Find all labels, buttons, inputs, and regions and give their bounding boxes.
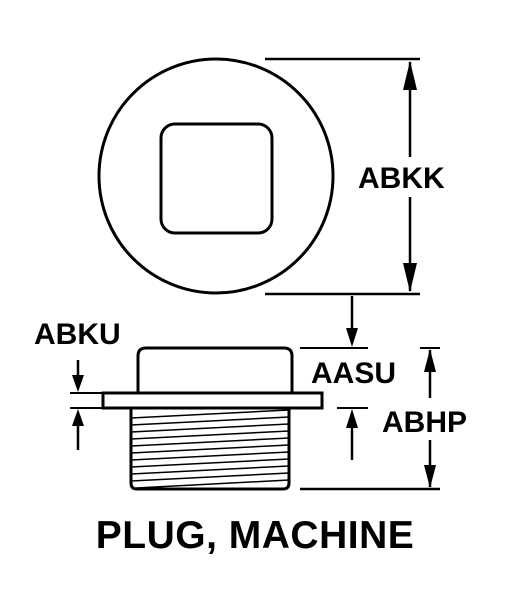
flange [101,391,324,410]
arrow-up [346,409,358,428]
arrow-down [346,328,358,347]
dimension-abhp: ABHP [300,347,467,491]
threaded-body [129,408,291,491]
abkk-label: ABKK [358,162,445,195]
arrow-up [424,349,436,372]
dimension-abku: ABKU [34,318,121,450]
label-mask [355,157,463,197]
top-view [97,57,335,295]
arrow-up [72,409,84,426]
abhp-label: ABHP [382,406,467,439]
arrow-down [72,375,84,392]
arrow-down [403,263,417,292]
plug-head-outline [97,57,335,295]
aasu-label: AASU [311,357,396,390]
square-drive-socket [159,122,274,235]
arrow-up [403,61,417,90]
plug-head-side [136,346,294,393]
thread-lines [130,409,290,489]
abku-label: ABKU [34,318,121,351]
drawing-title: PLUG, MACHINE [96,514,415,557]
dimension-aasu: AASU [300,296,396,460]
arrow-down [424,465,436,488]
dimension-abkk: ABKK [265,57,463,296]
side-view [101,346,324,491]
